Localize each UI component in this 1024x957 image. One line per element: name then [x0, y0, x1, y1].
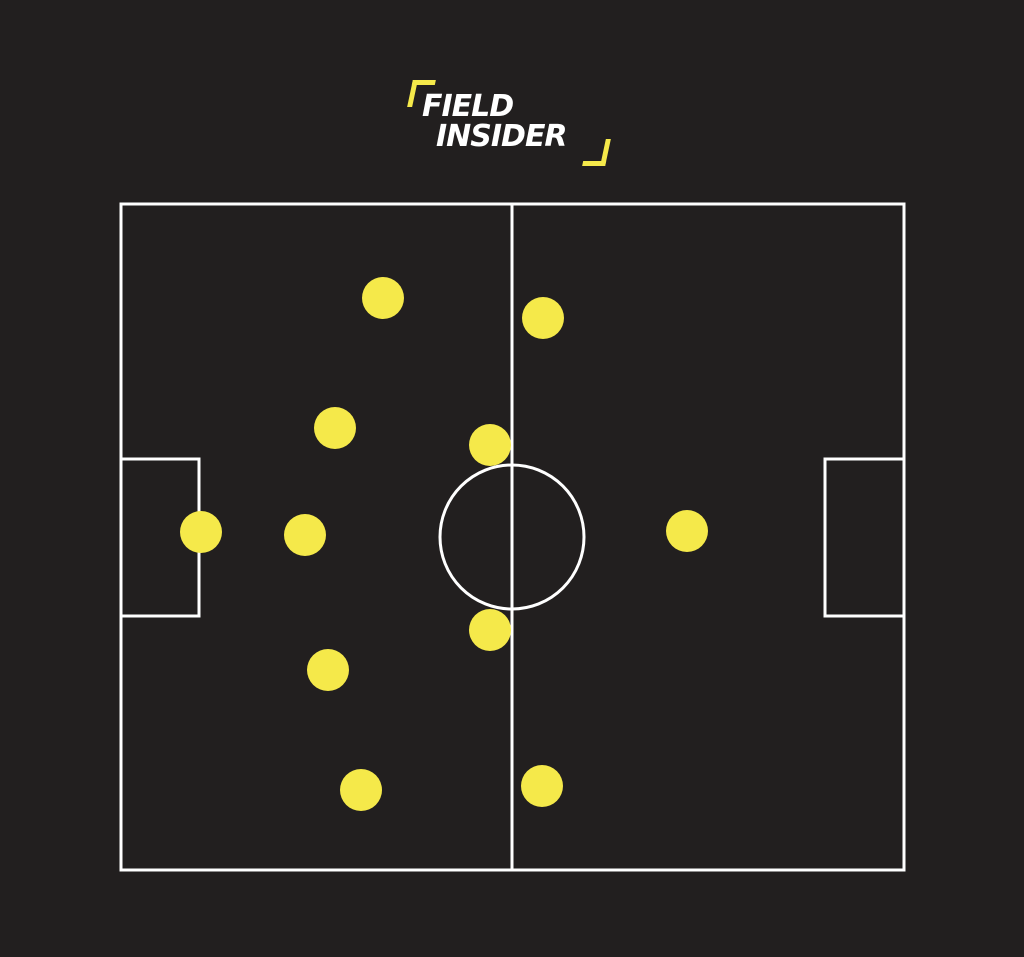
field-insider-logo: FIELD INSIDER	[400, 72, 624, 176]
player-center-back-right	[307, 649, 349, 691]
player-sweeper	[284, 514, 326, 556]
player-striker	[666, 510, 708, 552]
player-wing-right	[521, 765, 563, 807]
players-layer	[180, 277, 708, 811]
pitch-markings	[119, 202, 906, 872]
center-circle	[438, 463, 586, 611]
logo-line-insider: INSIDER	[436, 119, 568, 154]
player-wide-back-right	[340, 769, 382, 811]
right-penalty-box	[823, 457, 906, 618]
player-center-back-left	[314, 407, 356, 449]
player-center-mid-right	[469, 609, 511, 651]
player-goalkeeper	[180, 511, 222, 553]
logo-line-field: FIELD	[422, 89, 514, 124]
player-wing-left	[522, 297, 564, 339]
player-wide-back-left	[362, 277, 404, 319]
player-center-mid-left	[469, 424, 511, 466]
